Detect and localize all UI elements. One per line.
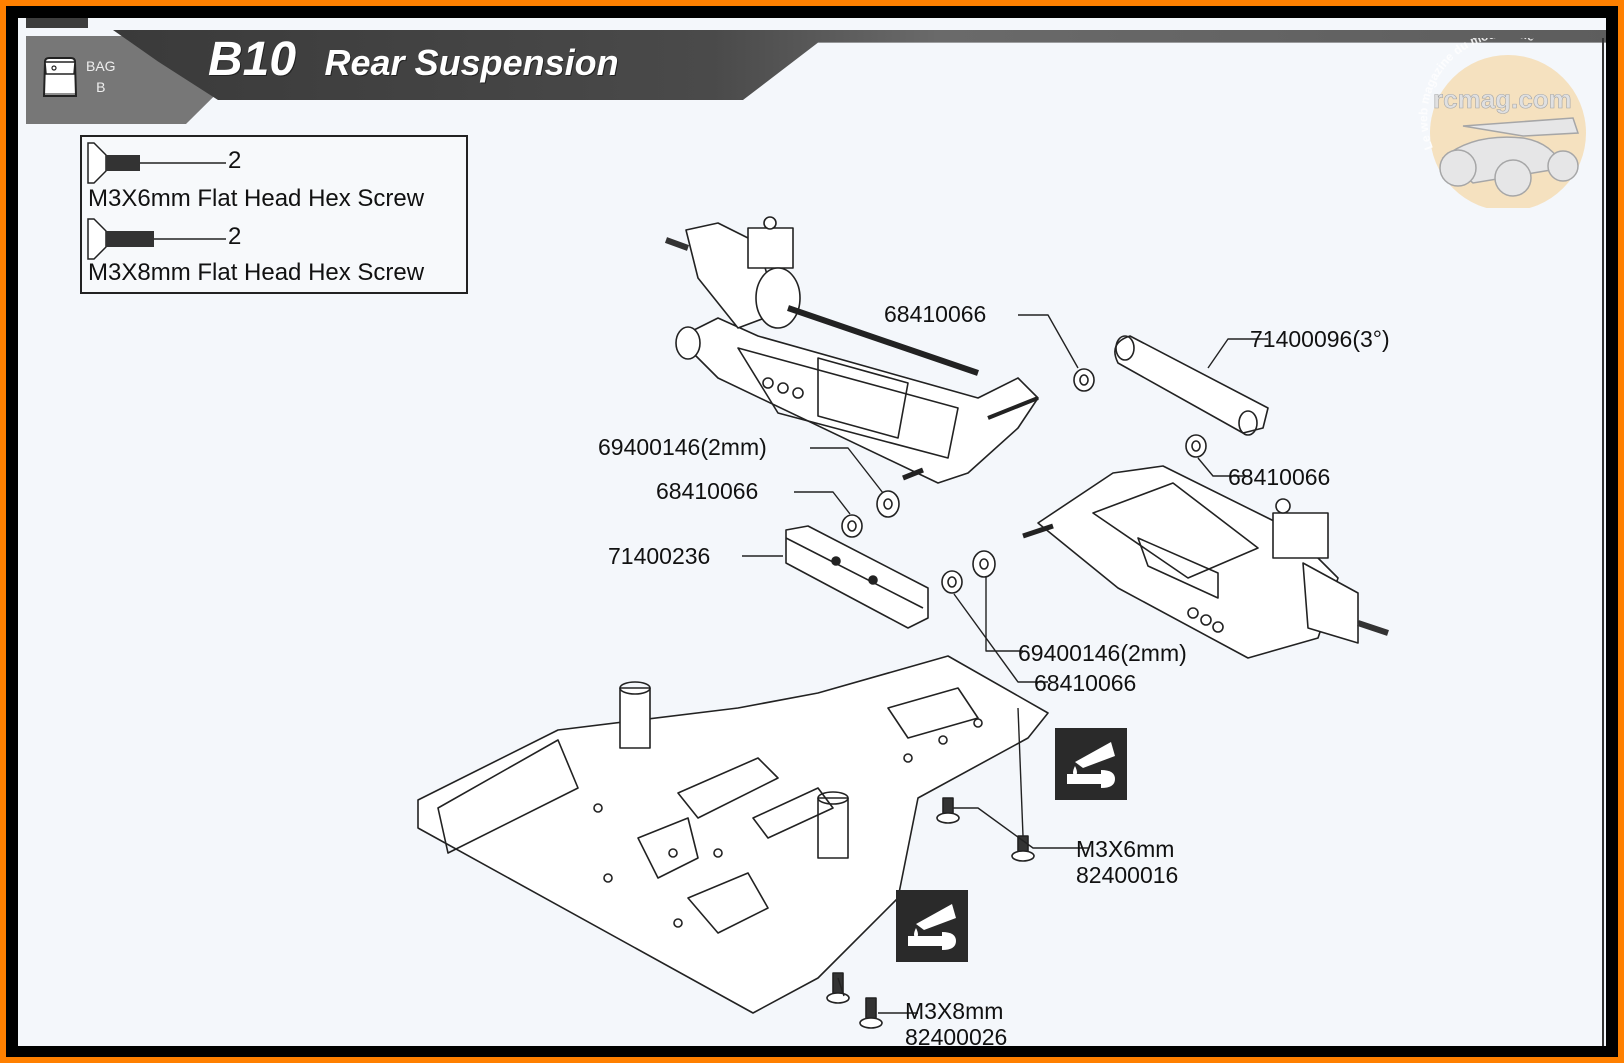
bushing: [941, 570, 963, 594]
bag-icon: [42, 57, 78, 97]
bushing: [1185, 434, 1207, 458]
hinge-pin-mount-71400096: [1114, 335, 1269, 436]
page-title: B10 Rear Suspension: [208, 32, 619, 87]
page-edge-line: [1602, 38, 1604, 1046]
chassis-plate: [417, 655, 1049, 1014]
bushing: [1073, 368, 1095, 392]
parts-list: 2 M3X6mm Flat Head Hex Screw 2 M3X8mm Fl…: [80, 135, 468, 294]
callout-front-mount: 71400236: [608, 543, 711, 569]
left-suspension-arm: [664, 216, 1039, 484]
front-mount-71400236: [785, 525, 929, 629]
callout-hinge-pin-mount: 71400096(3°): [1250, 326, 1390, 352]
callout-screw-m3x8-size: M3X8mm: [905, 998, 1004, 1024]
flat-head-screw-short-icon: [87, 142, 226, 184]
manual-page: BAG B B10 Rear Suspension Le web magazin…: [18, 18, 1606, 1046]
thread-lock-icon: [896, 890, 968, 962]
callout-bushing-68410066: 68410066: [884, 301, 987, 327]
bag-letter: B: [96, 79, 106, 95]
assembly-drawing: [417, 216, 1389, 1029]
buggy-icon: [1439, 117, 1580, 197]
part-qty: 2: [228, 147, 242, 174]
step-title: Rear Suspension: [324, 42, 619, 83]
callout-screw-m3x8-code: 82400026: [905, 1024, 1008, 1046]
thread-lock-icon: [1055, 728, 1127, 800]
leader-lines: [742, 314, 1268, 1014]
top-tab: [26, 18, 88, 28]
step-number: B10: [208, 33, 297, 86]
callout-bushing-68410066: 68410066: [1228, 464, 1331, 490]
part-qty: 2: [228, 223, 242, 250]
watermark-site: rcmag.com: [1433, 84, 1572, 114]
callout-bushing-68410066: 68410066: [656, 478, 759, 504]
callout-washer-69400146: 69400146(2mm): [1018, 640, 1187, 666]
part-name: M3X6mm Flat Head Hex Screw: [88, 185, 425, 212]
part-name: M3X8mm Flat Head Hex Screw: [88, 259, 425, 286]
callout-screw-m3x6-code: 82400016: [1076, 862, 1179, 888]
callout-bushing-68410066: 68410066: [1034, 670, 1137, 696]
right-suspension-arm: [1022, 465, 1389, 659]
callout-screw-m3x6-size: M3X6mm: [1076, 836, 1175, 862]
flat-head-screw-long-icon: [87, 218, 226, 260]
washer: [876, 490, 900, 518]
screw-m3x8: [826, 972, 883, 1029]
callout-washer-69400146: 69400146(2mm): [598, 434, 767, 460]
bag-text: BAG: [86, 58, 116, 74]
rcmag-watermark: Le web magazine du modelisme rcmag.com: [1416, 38, 1586, 208]
bag-label: BAG B: [86, 56, 116, 98]
bushing: [841, 514, 863, 538]
washer: [972, 550, 996, 578]
screw-m3x6: [936, 797, 1035, 862]
